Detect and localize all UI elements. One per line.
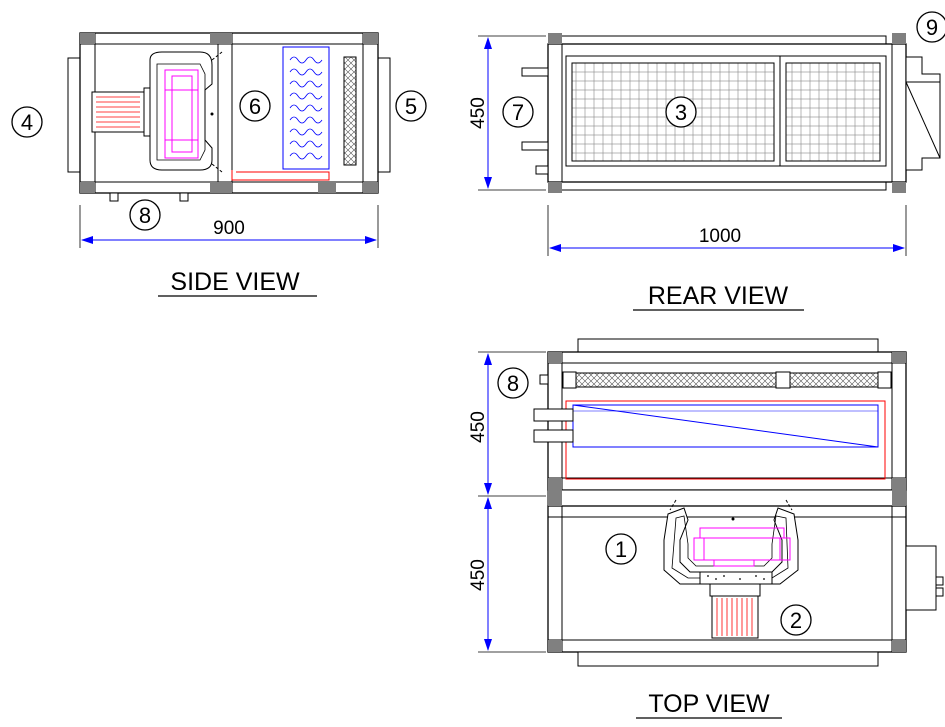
svg-text:4: 4 — [21, 110, 33, 135]
svg-text:5: 5 — [405, 94, 417, 119]
rear-width-label: 1000 — [699, 226, 741, 247]
top-corner-blocks — [548, 352, 906, 652]
callout-8-side: 8 — [129, 199, 161, 231]
rear-view-title: REAR VIEW — [648, 282, 789, 310]
svg-text:8: 8 — [507, 371, 519, 396]
side-fan-motor — [91, 87, 155, 137]
top-view: 450 450 TOP VIEW 8 1 2 — [468, 338, 944, 719]
svg-text:1: 1 — [615, 537, 627, 562]
rear-filter-right — [785, 62, 881, 162]
callout-1: 1 — [605, 533, 637, 565]
callout-5: 5 — [395, 90, 427, 122]
callout-6: 6 — [239, 90, 271, 122]
svg-text:2: 2 — [790, 608, 802, 633]
rear-control-box — [905, 56, 941, 171]
callout-4: 4 — [11, 106, 43, 138]
side-fan — [149, 51, 223, 173]
callout-7: 7 — [502, 96, 534, 128]
callout-8-top: 8 — [497, 367, 529, 399]
svg-text:8: 8 — [139, 203, 151, 228]
side-inlet-flange — [67, 57, 81, 173]
side-view: 900 SIDE VIEW 4 5 6 8 — [11, 32, 427, 297]
callout-9: 9 — [916, 11, 945, 43]
svg-text:7: 7 — [512, 100, 524, 125]
top-upper-height-label: 450 — [468, 411, 489, 443]
side-coil — [282, 46, 330, 170]
side-outlet-flange — [377, 57, 391, 173]
side-filter — [343, 56, 357, 166]
side-width-label: 900 — [213, 218, 245, 239]
top-pipe-lower — [533, 429, 574, 443]
top-view-title: TOP VIEW — [648, 690, 770, 718]
top-control-box — [905, 545, 937, 611]
callout-2: 2 — [780, 604, 812, 636]
callout-3: 3 — [665, 96, 697, 128]
top-lower-height-label: 450 — [468, 559, 489, 591]
rear-height-label: 450 — [468, 97, 489, 129]
side-view-title: SIDE VIEW — [170, 268, 300, 296]
side-heater — [231, 170, 330, 181]
rear-pipe-upper — [521, 67, 549, 77]
side-corner-blocks — [80, 33, 378, 193]
rear-pipe-lower — [521, 141, 549, 151]
svg-text:3: 3 — [675, 100, 687, 125]
svg-text:9: 9 — [926, 15, 938, 40]
top-pipe-upper — [533, 408, 574, 422]
top-fan-motor — [709, 583, 761, 639]
rear-view: 450 1000 REAR VIEW 3 7 9 — [468, 11, 945, 311]
top-filter-strip — [562, 372, 892, 388]
svg-text:6: 6 — [249, 94, 261, 119]
